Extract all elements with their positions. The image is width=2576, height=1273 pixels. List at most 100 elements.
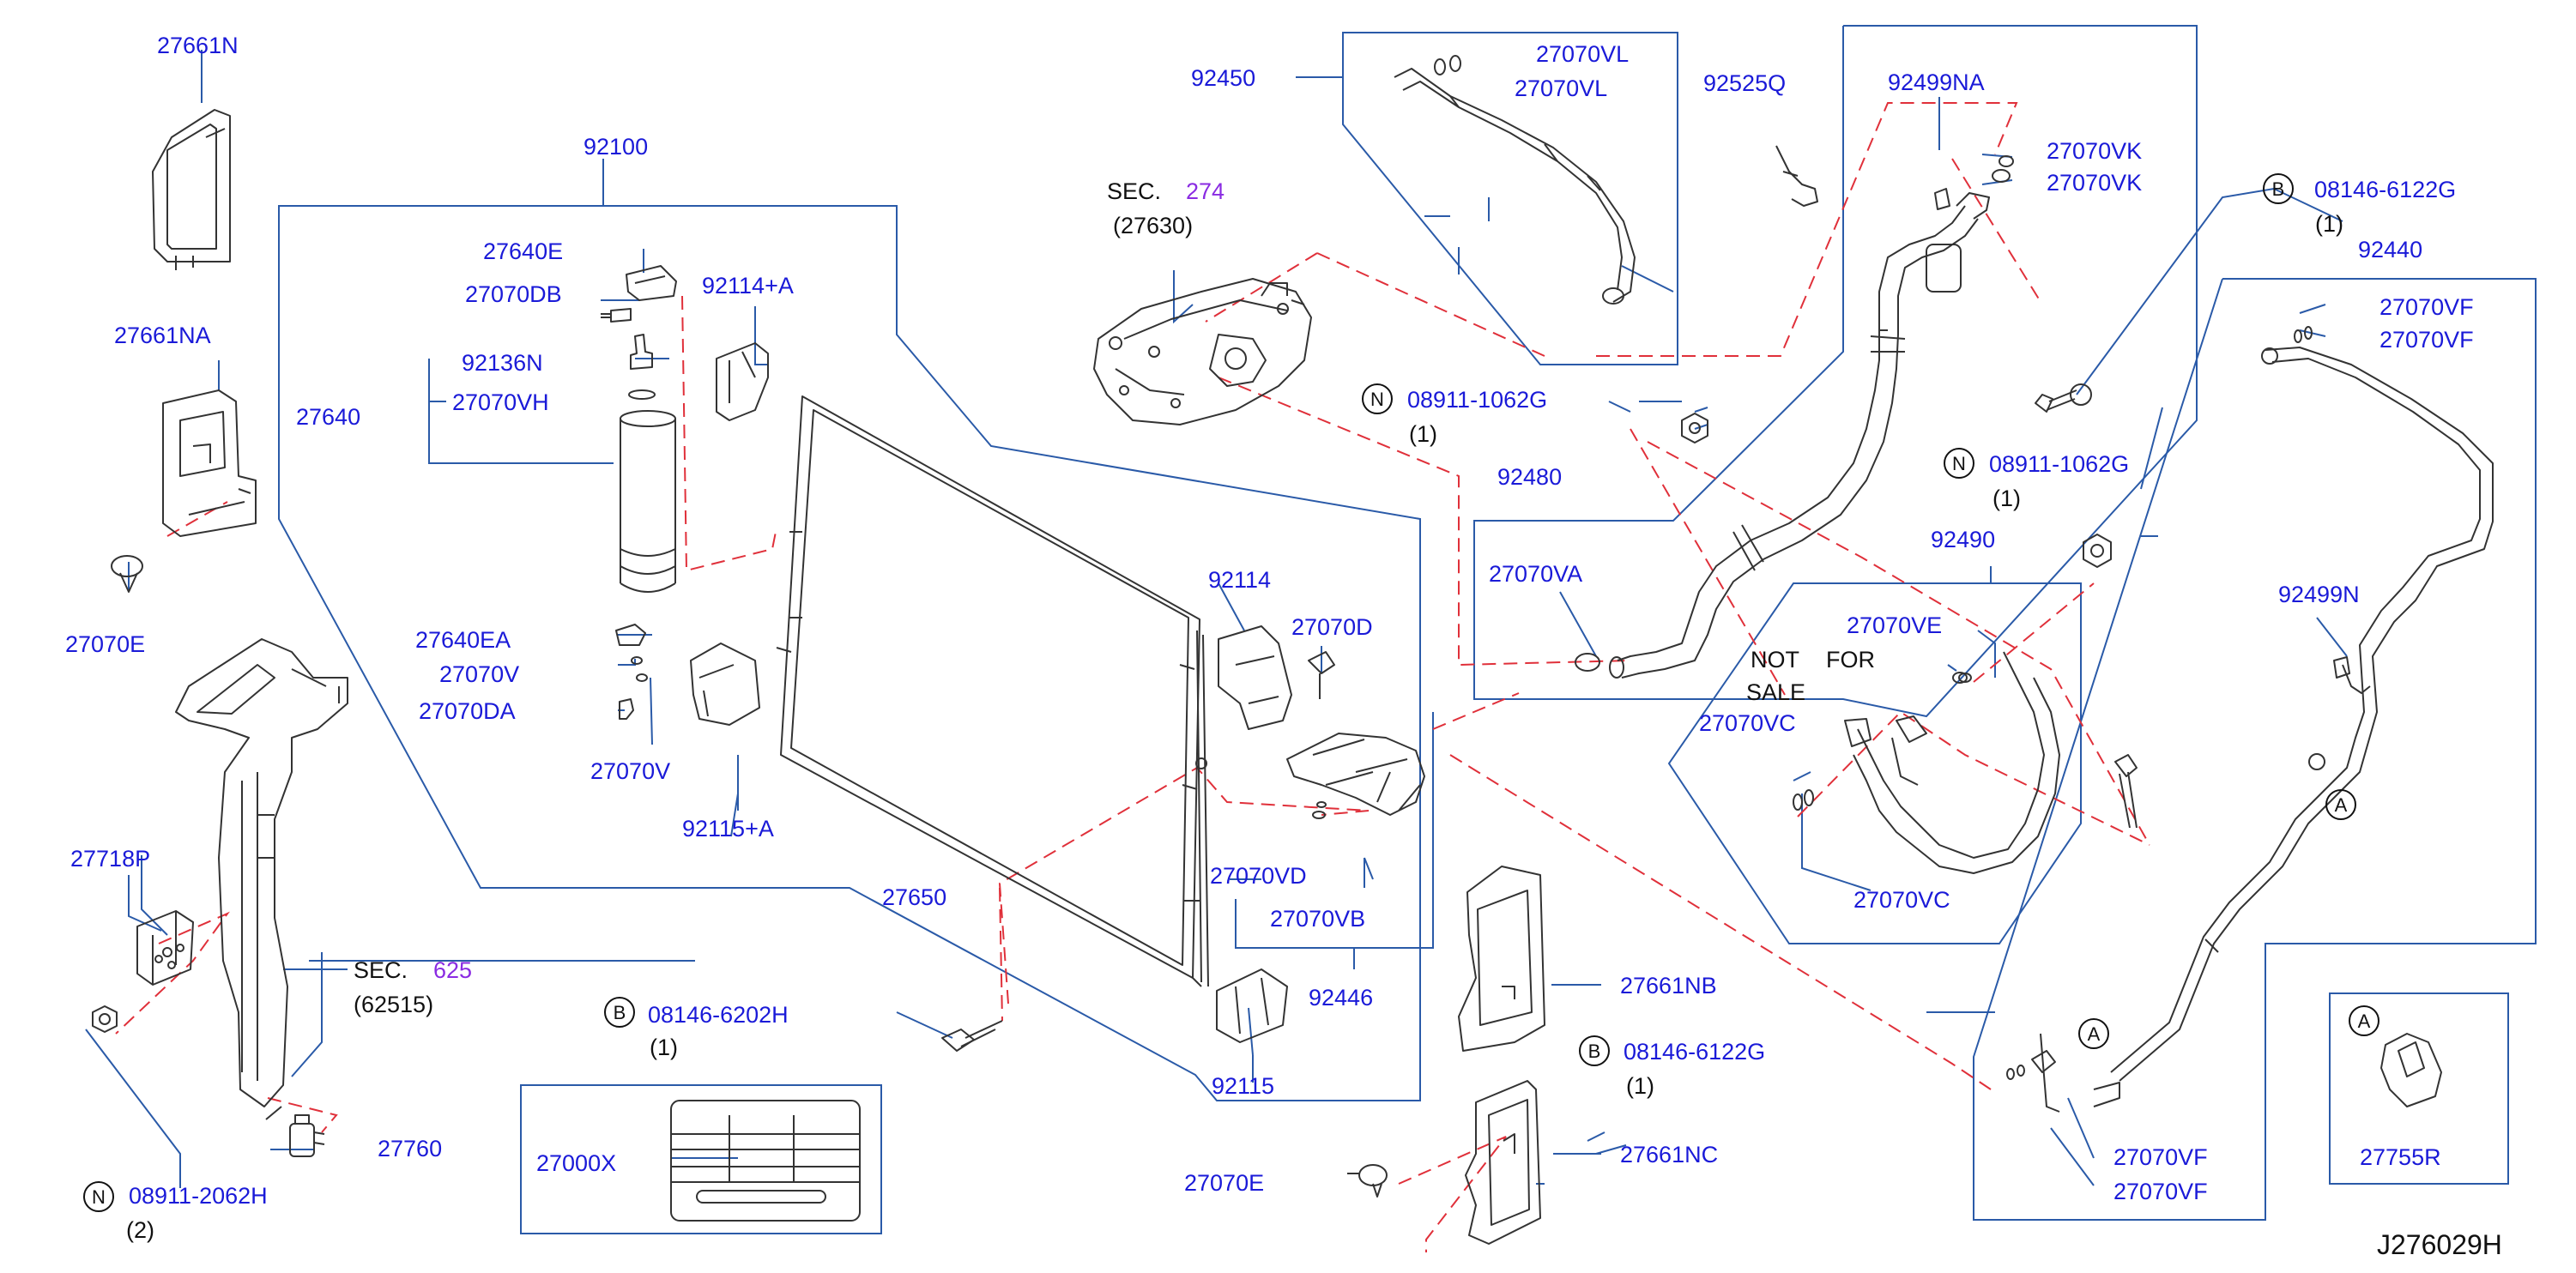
- badge-circle-B-2: [604, 997, 635, 1028]
- label-92136N: 92136N: [462, 350, 543, 376]
- part-27640-receiver: [620, 410, 676, 593]
- part-sec274-compressor: [1093, 278, 1312, 425]
- label-27070DB: 27070DB: [465, 281, 562, 307]
- label-08911-1062G-b: 08911-1062G: [1989, 451, 2129, 477]
- group-outline-92480: [1473, 25, 2198, 718]
- part-92114-bracket: [1218, 625, 1292, 730]
- part-92440-pipe: [2040, 347, 2494, 1113]
- label-27640EA: 27640EA: [415, 627, 511, 653]
- label-not-for-sale-2: FOR: [1826, 647, 1875, 673]
- dash-receiver-to-condenser: [681, 295, 777, 572]
- drawing-id: J276029H: [2377, 1229, 2502, 1260]
- callout-markers: [83, 173, 2379, 1212]
- dash-27760: [267, 1097, 338, 1133]
- part-27760-sensor: [289, 1114, 325, 1157]
- badge-B-3: B: [1588, 1041, 1601, 1062]
- part-27640EA: [615, 624, 646, 646]
- dash-condenser-bottom: [998, 766, 1370, 1005]
- label-27661NB: 27661NB: [1620, 973, 1717, 998]
- part-27718P-sensor: [136, 910, 194, 986]
- badge-N-2: N: [1952, 453, 1966, 474]
- label-08146-6122G-a-qty: (1): [2315, 211, 2343, 237]
- label-27760: 27760: [378, 1136, 442, 1161]
- dashed-connections: [115, 102, 2150, 1252]
- label-27070VE: 27070VE: [1847, 612, 1942, 638]
- label-27070VF-a: 27070VF: [2379, 294, 2474, 320]
- label-27070VB: 27070VB: [1270, 906, 1365, 932]
- label-92499NA: 92499NA: [1888, 69, 1985, 95]
- part-92440-end-fitting: [2031, 1050, 2056, 1073]
- part-08911-2062H-nut: [92, 1005, 118, 1033]
- dash-27661NC: [1398, 1136, 1507, 1252]
- badge-B-2: B: [614, 1002, 626, 1023]
- label-27070D: 27070D: [1291, 614, 1373, 640]
- dash-27718P: [115, 911, 230, 1035]
- label-sec274-num: 274: [1186, 178, 1225, 204]
- dash-92480-cross: [1630, 428, 2150, 846]
- badge-circle-N-1: [1362, 383, 1393, 414]
- part-92450-hose: [1394, 55, 1636, 305]
- label-27070VL-b: 27070VL: [1515, 75, 1607, 101]
- part-27640E-clamp: [626, 265, 677, 301]
- bracket-27640: [428, 359, 614, 464]
- part-27070V-oring-a: [631, 656, 643, 665]
- group-outline-92450: [1296, 32, 1678, 365]
- part-27070E-clip-left: [111, 555, 143, 593]
- label-27000X: 27000X: [536, 1150, 616, 1176]
- part-08146-6122G-bolt-b: [2114, 754, 2138, 829]
- dash-compressor-1: [1205, 252, 1545, 357]
- label-27070E-bottom: 27070E: [1184, 1170, 1264, 1196]
- dash-right-lower: [1432, 692, 1992, 1090]
- label-27070VF-c: 27070VF: [2113, 1144, 2208, 1170]
- badge-circle-B-1: [2263, 173, 2294, 204]
- dash-condenser-bolt: [999, 887, 1003, 1022]
- label-27070VF-b: 27070VF: [2379, 327, 2474, 353]
- callout-A-2: A: [2088, 1023, 2101, 1045]
- part-08911-1062G-nut-b: [2083, 534, 2112, 568]
- label-sec625-prefix: SEC.: [354, 957, 408, 983]
- part-27070VB-oring: [1316, 801, 1327, 808]
- part-92499NA-cap: [1934, 188, 1950, 210]
- part-92115A-bracket: [690, 643, 760, 726]
- part-92525Q-clip: [1775, 145, 1818, 207]
- part-27070E-clip-bottom: [1347, 1164, 1388, 1198]
- label-sec625-sub: (62515): [354, 992, 433, 1017]
- label-92440: 92440: [2358, 237, 2422, 262]
- callout-A-3: A: [2358, 1011, 2371, 1032]
- part-92490-hose: [1844, 651, 2060, 874]
- badge-N-1: N: [1370, 389, 1384, 410]
- label-27070VL-a: 27070VL: [1536, 41, 1629, 67]
- label-08911-1062G-b-qty: (1): [1992, 486, 2021, 511]
- label-27070DA: 27070DA: [419, 698, 516, 724]
- part-27661NA-bracket: [162, 389, 257, 537]
- badge-circle-B-3: [1579, 1035, 1610, 1066]
- part-27070VC-oring-b: [1804, 789, 1814, 806]
- dash-92480-to-bolt: [1951, 158, 2043, 305]
- label-08146-6202H: 08146-6202H: [648, 1002, 789, 1028]
- part-sec625-bracket: [175, 638, 348, 1120]
- part-92480-hose: [1575, 192, 1990, 679]
- label-08911-1062G-a-qty: (1): [1409, 421, 1437, 447]
- label-08911-2062H: 08911-2062H: [129, 1183, 268, 1209]
- part-27070VC-oring-a: [1793, 793, 1803, 811]
- label-92525Q: 92525Q: [1703, 70, 1786, 96]
- part-92499N-cap: [2333, 656, 2350, 679]
- label-92115: 92115: [1212, 1073, 1274, 1099]
- part-27070VF-oring-b: [2304, 326, 2313, 340]
- part-27070VH-oring: [628, 389, 656, 400]
- label-27755R: 27755R: [2360, 1144, 2441, 1170]
- label-92499N: 92499N: [2278, 582, 2360, 607]
- label-sec274-sub: (27630): [1113, 213, 1193, 238]
- label-27070VC-a: 27070VC: [1699, 710, 1796, 736]
- part-27661NB-shroud: [1458, 866, 1545, 1052]
- label-27070V-b: 27070V: [590, 758, 670, 784]
- group-outline-92440: [1973, 278, 2537, 1221]
- label-sec274-prefix: SEC.: [1107, 178, 1161, 204]
- label-08911-1062G-a: 08911-1062G: [1407, 387, 1547, 413]
- callout-circle-A-2: [2078, 1018, 2109, 1049]
- part-27070VF-oring-c: [2006, 1068, 2015, 1080]
- part-27000X-plate: [670, 1100, 861, 1222]
- label-08146-6122G-a: 08146-6122G: [2314, 177, 2456, 202]
- label-08146-6122G-b: 08146-6122G: [1624, 1039, 1765, 1065]
